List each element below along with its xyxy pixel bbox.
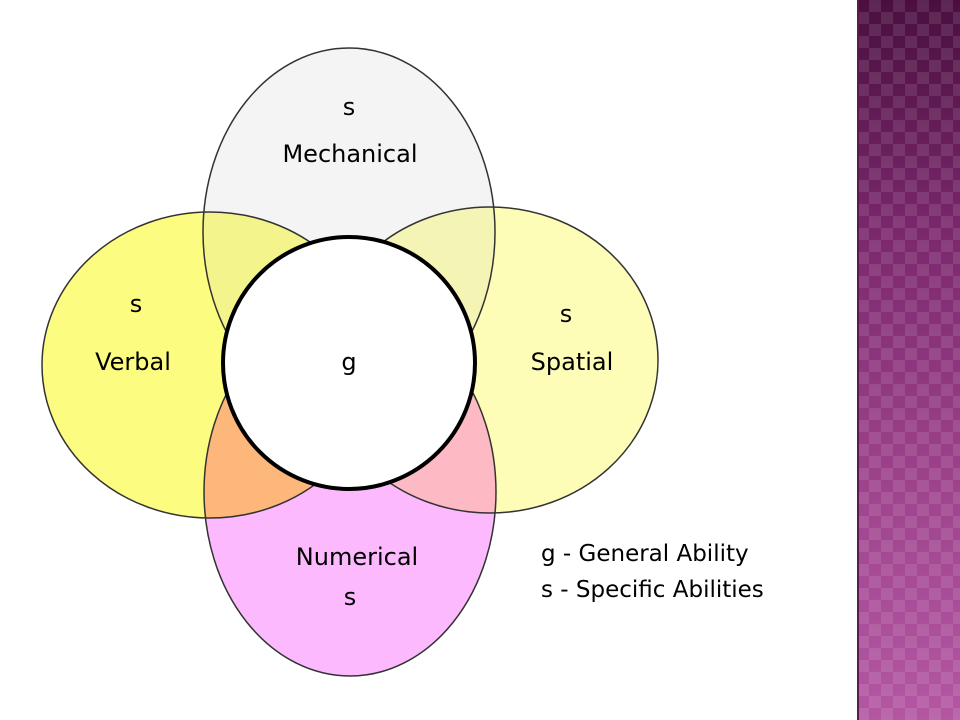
abilities-venn-diagram: s Mechanical s Verbal s Spatial g Numeri… — [41, 47, 659, 677]
legend-item-general: g - General Ability — [541, 541, 749, 567]
verbal-label: Verbal — [95, 348, 171, 376]
mechanical-symbol: s — [343, 93, 356, 121]
decorative-side-band — [857, 0, 960, 720]
numerical-label: Numerical — [296, 543, 418, 571]
numerical-symbol: s — [344, 583, 357, 611]
mechanical-label: Mechanical — [282, 140, 417, 168]
general-symbol: g — [341, 348, 356, 376]
general-ability-circle — [221, 235, 477, 491]
spatial-label: Spatial — [531, 348, 614, 376]
side-band-edge — [857, 0, 859, 720]
verbal-symbol: s — [130, 290, 143, 318]
spatial-symbol: s — [560, 300, 573, 328]
legend: g - General Ability s - Specific Abiliti… — [541, 536, 764, 608]
legend-item-specific: s - Specific Abilities — [541, 577, 764, 603]
